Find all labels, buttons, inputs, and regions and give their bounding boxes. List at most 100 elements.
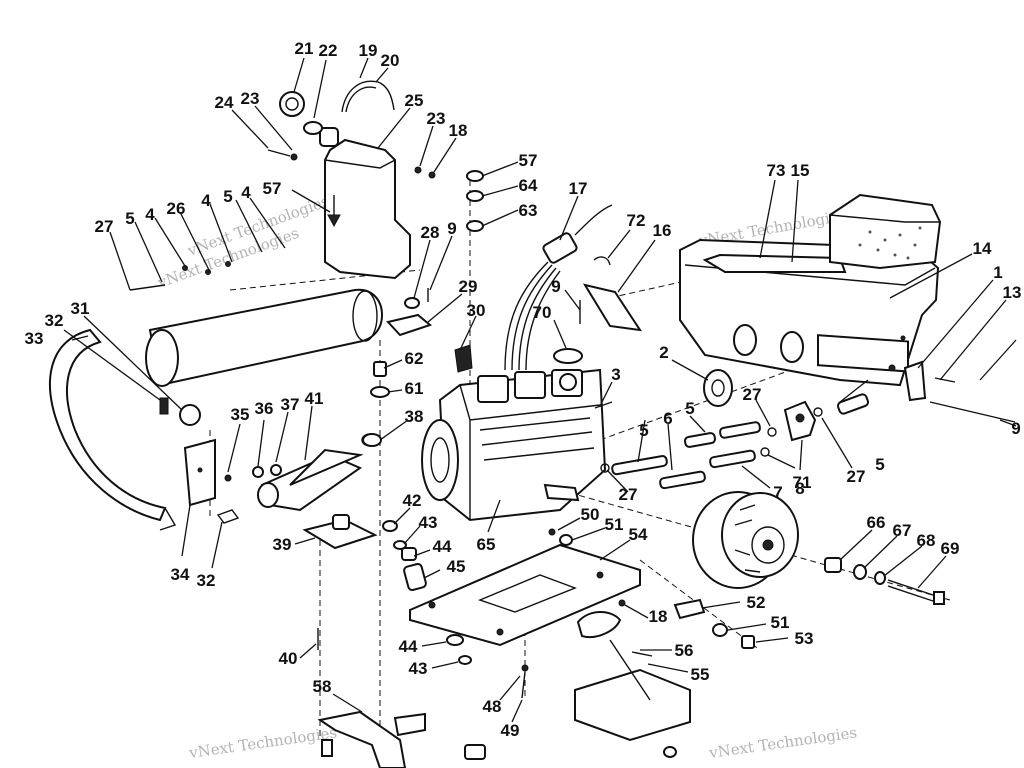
callout-42: 42	[403, 491, 422, 510]
callout-22: 22	[319, 41, 338, 60]
callout-27a: 27	[95, 217, 114, 236]
callout-28: 28	[421, 223, 440, 242]
callout-73: 73	[767, 161, 786, 180]
callout-64: 64	[519, 176, 538, 195]
callout-63: 63	[519, 201, 538, 220]
callout-45: 45	[447, 557, 466, 576]
callout-44b: 44	[399, 637, 418, 656]
callout-41: 41	[305, 389, 324, 408]
callout-65: 65	[477, 535, 496, 554]
callout-37: 37	[281, 395, 300, 414]
callout-32b: 32	[197, 571, 216, 590]
callout-4c: 4	[241, 183, 251, 202]
fuel-pump	[783, 400, 817, 442]
callout-31: 31	[71, 299, 90, 318]
callout-52: 52	[747, 593, 766, 612]
callout-26: 26	[167, 199, 186, 218]
callout-7: 7	[773, 483, 782, 502]
callout-55: 55	[691, 665, 710, 684]
callout-44a: 44	[433, 537, 452, 556]
callout-15: 15	[791, 161, 810, 180]
callout-27c: 27	[619, 485, 638, 504]
callout-3: 3	[611, 365, 620, 384]
callout-labels: 21 22 19 20 24 23 25 23 18 57 64 63 17 7…	[25, 39, 1022, 740]
callout-38: 38	[405, 407, 424, 426]
callout-18: 18	[449, 121, 468, 140]
callout-34: 34	[171, 565, 190, 584]
lower-bracket	[317, 710, 426, 768]
callout-5e: 5	[875, 455, 884, 474]
callout-57: 57	[519, 151, 538, 170]
callout-leaders	[63, 57, 1017, 723]
callout-71: 71	[793, 473, 812, 492]
callout-2: 2	[659, 343, 668, 362]
callout-27d: 27	[847, 467, 866, 486]
callout-4b: 4	[201, 191, 211, 210]
callout-54: 54	[629, 525, 648, 544]
callout-19: 19	[359, 41, 378, 60]
callout-33: 33	[25, 329, 44, 348]
oil-tank	[319, 127, 411, 280]
callout-4a: 4	[145, 205, 155, 224]
callout-56: 56	[675, 641, 694, 660]
fuel-tank	[679, 238, 940, 387]
callout-69: 69	[941, 539, 960, 558]
callout-35: 35	[231, 405, 250, 424]
grommet	[703, 369, 733, 407]
callout-8: 8	[795, 479, 804, 498]
callout-36: 36	[255, 399, 274, 418]
callout-32a: 32	[45, 311, 64, 330]
callout-18b: 18	[649, 607, 668, 626]
callout-25: 25	[405, 91, 424, 110]
callout-72: 72	[627, 211, 646, 230]
callout-51b: 51	[771, 613, 790, 632]
callout-67: 67	[893, 521, 912, 540]
callout-58: 58	[313, 677, 332, 696]
brake-parts	[574, 598, 706, 742]
wire-harness	[504, 204, 613, 371]
callout-9a: 9	[447, 219, 456, 238]
muffler	[49, 288, 384, 531]
callout-51a: 51	[605, 515, 624, 534]
muffler-bracket	[183, 438, 216, 507]
motor-mount	[302, 514, 378, 550]
air-filter-foam	[829, 193, 942, 270]
callout-5b: 5	[223, 187, 232, 206]
callout-57b: 57	[263, 179, 282, 198]
callout-43b: 43	[409, 659, 428, 678]
callout-6: 6	[663, 409, 672, 428]
callout-50: 50	[581, 505, 600, 524]
watermark-text: vNext Technologies	[707, 723, 858, 762]
fuel-lines	[611, 393, 870, 490]
filler-cap-parts	[279, 80, 395, 135]
callout-39: 39	[273, 535, 292, 554]
callout-5a: 5	[125, 209, 134, 228]
callout-17: 17	[569, 179, 588, 198]
callout-23: 23	[241, 89, 260, 108]
engine	[421, 344, 607, 522]
callout-9c: 9	[1011, 419, 1020, 438]
callout-14: 14	[973, 239, 992, 258]
callout-27b: 27	[743, 385, 762, 404]
callout-9b: 9	[551, 277, 560, 296]
callout-24: 24	[215, 93, 234, 112]
callout-16: 16	[653, 221, 672, 240]
callout-21: 21	[295, 39, 314, 58]
callout-53: 53	[795, 629, 814, 648]
callout-48: 48	[483, 697, 502, 716]
callout-68: 68	[917, 531, 936, 550]
callout-43a: 43	[419, 513, 438, 532]
callout-5c: 5	[685, 399, 694, 418]
exhaust-pipe	[216, 433, 379, 524]
callout-13: 13	[1003, 283, 1022, 302]
callout-29: 29	[459, 277, 478, 296]
callout-40: 40	[279, 649, 298, 668]
callout-30: 30	[467, 301, 486, 320]
drive-clutch	[692, 491, 799, 589]
engine-mount-plate	[409, 543, 641, 647]
hardware	[129, 149, 1016, 760]
clutch-bolt	[824, 557, 945, 605]
callout-23b: 23	[427, 109, 446, 128]
callout-49: 49	[501, 721, 520, 740]
